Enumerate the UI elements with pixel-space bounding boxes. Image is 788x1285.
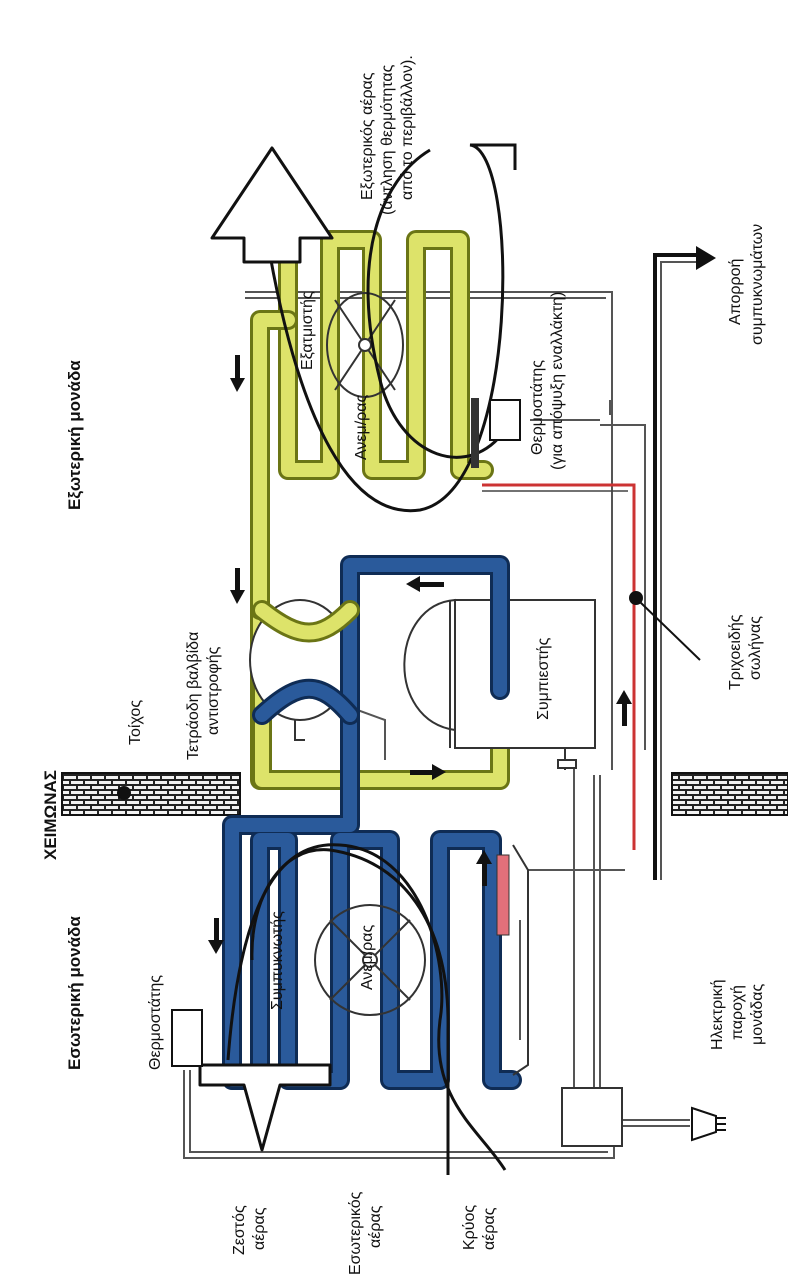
hot-air-label-2: αέρας [251, 1207, 268, 1250]
hot-air-arrow [200, 1065, 330, 1150]
wall-left [62, 773, 240, 815]
capillary-label-1: Τριχοειδής [727, 614, 744, 690]
defrost-thermostat-label-2: (για απόψυξη εναλλάκτη) [549, 292, 566, 470]
outdoor-air-label-1: Εξωτερικός αέρας [359, 72, 376, 200]
capillary-leader [640, 602, 700, 660]
outdoor-air-arrow [212, 148, 332, 262]
hot-air-label-1: Ζεστός [231, 1205, 248, 1255]
capillary-label-2: σωλήνας [747, 616, 764, 680]
defrost-thermostat-label-1: Θερμοστάτης [529, 360, 546, 455]
outdoor-air-label-2: (άντληση θερμότητας [379, 64, 396, 215]
defrost-sensor [471, 398, 479, 468]
wall-right [672, 773, 788, 815]
condenser-label: Συμπυκνωτής [269, 911, 286, 1010]
reversing-valve-label-2: αντιστροφής [205, 646, 222, 735]
room-thermostat-label: Θερμοστάτης [147, 975, 164, 1070]
power-supply-label-3: μονάδας [749, 983, 766, 1045]
evaporator-label: Εξατμιστής [299, 291, 316, 370]
power-plug [692, 1108, 726, 1140]
drain-arrow-head [696, 246, 716, 270]
room-thermostat-box [172, 1010, 202, 1066]
flow-arrows-outdoor [230, 355, 245, 604]
heater-strip [497, 855, 509, 935]
wall-marker-dot [117, 786, 131, 800]
outdoor-air-label-3: από το περιβάλλον). [399, 55, 416, 200]
wall-label: Τοίχος [127, 700, 144, 745]
indoor-unit-title: Εσωτερική μονάδα [65, 916, 84, 1070]
condensate-drain-label-2: συμπυκνωμάτων [749, 224, 766, 345]
indoor-fan-label: Ανεμ/ρας [359, 924, 376, 990]
indoor-air-label-2: αέρας [367, 1205, 384, 1248]
cold-air-label-1: Κρύος [461, 1205, 478, 1250]
defrost-thermostat-box [490, 400, 520, 440]
season-title: ΧΕΙΜΩΝΑΣ [41, 770, 60, 860]
power-supply-label-1: Ηλεκτρική [709, 979, 726, 1050]
compressor-label: Συμπιεστής [535, 637, 552, 720]
control-box [562, 1088, 622, 1146]
outdoor-fan-label: Ανεμ/ρας [353, 394, 370, 460]
power-supply-label-2: παροχή [729, 985, 746, 1040]
cold-air-label-2: αέρας [481, 1207, 498, 1250]
indoor-air-label-1: Εσωτερικός [347, 1191, 364, 1275]
outdoor-unit-title: Εξωτερική μονάδα [65, 360, 84, 510]
condensate-drain-label-1: Απορροή [727, 259, 744, 325]
reversing-valve-label-1: Τετράοδη βαλβίδα [185, 632, 202, 760]
